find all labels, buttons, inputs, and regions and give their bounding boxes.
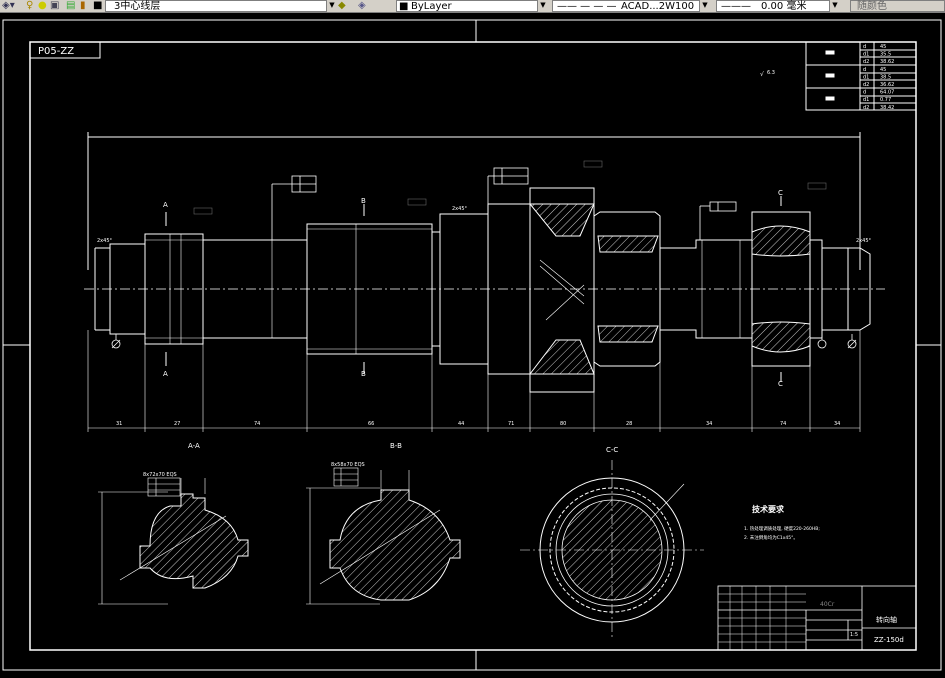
layer-freeze-icon[interactable]: ●	[38, 0, 47, 11]
dimension-label: 66	[368, 421, 374, 427]
section-aa-title: A-A	[188, 442, 200, 450]
dimension-label: 31	[116, 421, 122, 427]
make-current-layer-icon[interactable]: ◆	[338, 0, 346, 11]
chamfer-note-2: 2x45°	[452, 206, 468, 212]
chamfer-note-1: 2x45°	[97, 238, 113, 244]
inner-frame	[29, 41, 917, 651]
lineweight-preview-icon: ———	[721, 1, 751, 12]
param-symbol: d1	[863, 52, 869, 58]
layer-plot-icon[interactable]: ▤	[66, 0, 76, 11]
section-marks	[165, 196, 782, 382]
plotstyle-dropdown-value: 随颜色	[857, 1, 887, 12]
cut-label-a-top: A	[163, 201, 168, 209]
param-value: 45	[880, 44, 886, 50]
param-value: 38.5	[880, 74, 891, 80]
param-symbol: d2	[863, 59, 869, 65]
color-dropdown[interactable]: ■ ByLayer	[396, 0, 538, 12]
param-symbol: d	[863, 67, 866, 73]
param-symbol: d2	[863, 82, 869, 88]
layer-previous-icon[interactable]: ◈	[358, 0, 366, 11]
roughness-note: √	[760, 71, 764, 78]
section-aa-view	[98, 477, 249, 605]
dimension-label: 34	[834, 421, 840, 427]
cut-label-c-bottom: C	[778, 380, 783, 388]
section-cc-view	[520, 460, 704, 640]
param-symbol: d	[863, 44, 866, 50]
drawing-code: P05-ZZ	[38, 46, 74, 57]
param-value: 64.07	[880, 90, 894, 96]
dimension-label: 74	[254, 421, 260, 427]
part-name: 转向轴	[876, 615, 897, 624]
section-bb-view	[306, 467, 461, 605]
tech-note-1: 1. 热处理调质处理, 硬度220-260HB;	[744, 525, 820, 532]
properties-toolbar: ◈▾ ♀ ● ▣ ▤ ▮ ■ 3中心线层 ▼ ◆ ◈ ■ ByLayer ▼ —…	[0, 0, 945, 13]
plotstyle-dropdown[interactable]: 随颜色	[850, 0, 945, 12]
lineweight-dropdown[interactable]: ——— 0.00 毫米	[716, 0, 830, 12]
material-label: 40Cr	[820, 601, 835, 608]
lineweight-dropdown-value: 0.00 毫米	[761, 1, 807, 12]
tolerance-frames	[111, 167, 857, 349]
shaft-outline	[94, 187, 871, 393]
dimension-label: 74	[780, 421, 786, 427]
layer-dropdown-value: 3中心线层	[114, 1, 161, 12]
color-dropdown-arrow-icon[interactable]: ▼	[537, 0, 548, 10]
param-value: 38.62	[880, 59, 894, 65]
spline-spec-b: 8x58x70 EQS	[331, 462, 365, 468]
layer-dropdown[interactable]: 3中心线层	[105, 0, 327, 12]
linetype-dropdown-value: ACAD...2W100	[621, 1, 695, 12]
cut-label-a-bottom: A	[163, 370, 168, 378]
layer-lock-open-icon[interactable]: ▮	[80, 0, 86, 11]
spline-spec-a: 8x72x70 EQS	[143, 472, 177, 478]
cut-label-b-bottom: B	[361, 370, 366, 378]
param-symbol: d2	[863, 105, 869, 111]
param-value: 45	[880, 67, 886, 73]
color-dropdown-value: ByLayer	[411, 1, 452, 12]
param-symbol: d	[863, 90, 866, 96]
linetype-dropdown[interactable]: —— — — — ACAD...2W100	[552, 0, 700, 12]
dimension-label: 71	[508, 421, 514, 427]
parameter-table: d 45 d1 35.5 d2 38.62 d 45 d1 38.5 d2 36.62 d 64.07 d1…	[805, 41, 917, 111]
linetype-preview-icon: —— — — —	[557, 1, 617, 12]
dimension-label: 44	[458, 421, 464, 427]
dimension-label: 34	[706, 421, 712, 427]
chamfer-note-3: 2x45°	[856, 238, 872, 244]
part-number: ZZ-150d	[874, 636, 904, 644]
tech-requirements-title: 技术要求	[752, 504, 785, 514]
layer-on-icon[interactable]: ♀	[26, 0, 34, 11]
title-block	[717, 585, 917, 651]
param-value: 38.42	[880, 105, 894, 111]
layer-dropdown-arrow-icon[interactable]: ▼	[326, 0, 337, 10]
param-value: 36.62	[880, 82, 894, 88]
tech-note-2: 2. 未注倒角均为C1x45°。	[744, 534, 798, 541]
color-swatch-icon: ■	[399, 1, 409, 12]
layer-manager-icon[interactable]: ◈▾	[2, 0, 15, 11]
param-symbol: d1	[863, 74, 869, 80]
param-value: 0.77	[880, 97, 891, 103]
cut-label-b-top: B	[361, 197, 366, 205]
scale-label: 1:5	[850, 632, 858, 638]
reference-boxes	[193, 160, 827, 215]
linetype-dropdown-arrow-icon[interactable]: ▼	[699, 0, 710, 10]
layer-color-swatch-icon: ■	[93, 0, 103, 11]
drawing-code-box	[29, 41, 101, 59]
cut-label-c-top: C	[778, 189, 783, 197]
layer-lock-icon[interactable]: ▣	[50, 0, 60, 11]
bottom-dimension-chain	[87, 330, 861, 432]
dimension-label: 27	[174, 421, 180, 427]
dimension-labels: 31 27 74 66 44 71 80 28 34 74 34	[116, 421, 840, 427]
param-symbol: d1	[863, 97, 869, 103]
dimension-label: 28	[626, 421, 632, 427]
dimension-label: 80	[560, 421, 566, 427]
param-value: 35.5	[880, 52, 891, 58]
section-cc-title: C-C	[606, 446, 618, 454]
section-bb-title: B-B	[390, 442, 402, 450]
roughness-value: 6.3	[767, 70, 775, 76]
lineweight-dropdown-arrow-icon[interactable]: ▼	[829, 0, 840, 10]
